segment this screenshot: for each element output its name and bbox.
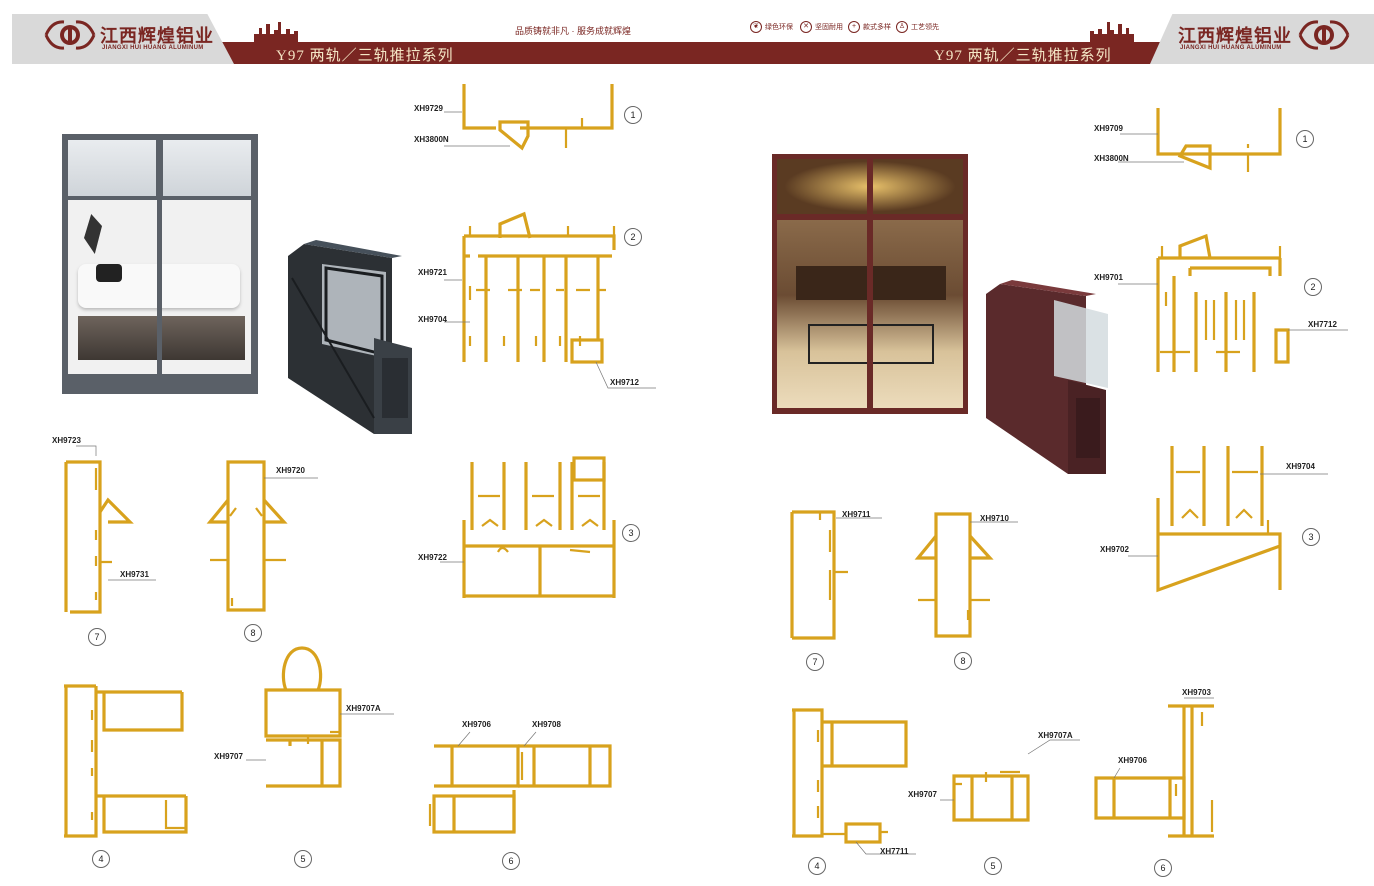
item-number-5: 5 (294, 850, 312, 868)
profile-right-7 (790, 510, 882, 640)
logo-emblem-icon (44, 20, 96, 50)
feature-craft: ♙工艺领先 (896, 21, 939, 33)
item-number-6: 6 (1154, 859, 1172, 877)
tool-icon: ♙ (896, 21, 908, 33)
label-xh9707: XH9707 (908, 790, 937, 799)
label-xh9704: XH9704 (418, 315, 447, 324)
item-number-5: 5 (984, 857, 1002, 875)
label-xh9707a: XH9707A (346, 704, 381, 713)
profile-left-3 (440, 456, 616, 598)
label-xh7711: XH7711 (880, 847, 909, 856)
label-xh9703: XH9703 (1182, 688, 1211, 697)
label-xh9729: XH9729 (414, 104, 443, 113)
profile-right-3 (1128, 446, 1328, 593)
shield-icon: ✕ (800, 21, 812, 33)
item-number-8: 8 (244, 624, 262, 642)
label-xh9701: XH9701 (1094, 273, 1123, 282)
product-photo-window-brown (772, 154, 968, 414)
brand-english-left: JIANGXI HUI HUANG ALUMINUM (102, 45, 204, 51)
label-xh9706: XH9706 (462, 720, 491, 729)
label-xh9723: XH9723 (52, 436, 81, 445)
item-number-4: 4 (92, 850, 110, 868)
label-xh9722: XH9722 (418, 553, 447, 562)
slogan: 品质铸就非凡 · 服务成就辉煌 (515, 26, 631, 36)
item-number-3: 3 (622, 524, 640, 542)
header-band (218, 42, 1173, 64)
brand-name-left: 江西辉煌铝业 (100, 26, 214, 47)
feature-styles: +款式多样 (848, 21, 891, 33)
item-number-2: 2 (1304, 278, 1322, 296)
item-number-4: 4 (808, 857, 826, 875)
label-xh9711: XH9711 (842, 510, 871, 519)
profile-left-8 (206, 460, 318, 612)
plus-icon: + (848, 21, 860, 33)
feature-label: 绿色环保 (765, 24, 793, 31)
item-number-7: 7 (806, 653, 824, 671)
profile-right-2 (1118, 233, 1348, 372)
item-number-6: 6 (502, 852, 520, 870)
label-xh9710: XH9710 (980, 514, 1009, 523)
feature-label: 工艺领先 (911, 24, 939, 31)
label-xh3800n: XH3800N (1094, 154, 1129, 163)
label-xh3800n: XH3800N (414, 135, 449, 144)
series-title-left: Y97 两轨／三轨推拉系列 (276, 48, 454, 64)
label-xh9709: XH9709 (1094, 124, 1123, 133)
label-xh9708: XH9708 (532, 720, 561, 729)
profile-left-1 (444, 84, 614, 151)
feature-durable: ✕坚固耐用 (800, 21, 843, 33)
logo-emblem-icon (1298, 20, 1350, 50)
label-xh9720: XH9720 (276, 466, 305, 475)
profile-left-2 (444, 211, 656, 389)
profile-right-8 (914, 512, 1018, 638)
item-number-3: 3 (1302, 528, 1320, 546)
item-number-1: 1 (624, 106, 642, 124)
feature-label: 款式多样 (863, 24, 891, 31)
label-xh9712: XH9712 (610, 378, 639, 387)
label-xh9707: XH9707 (214, 752, 243, 761)
item-number-1: 1 (1296, 130, 1314, 148)
item-number-2: 2 (624, 228, 642, 246)
feature-green: ❦绿色环保 (750, 21, 793, 33)
item-number-7: 7 (88, 628, 106, 646)
profile-left-7 (64, 445, 156, 614)
profile-right-6 (1094, 697, 1214, 838)
item-number-8: 8 (954, 652, 972, 670)
profile-left-6 (428, 731, 612, 834)
label-xh9731: XH9731 (120, 570, 149, 579)
skyline-icon (1090, 22, 1134, 42)
brand-name-right: 江西辉煌铝业 (1178, 26, 1292, 47)
label-xh7712: XH7712 (1308, 320, 1337, 329)
brand-english-right: JIANGXI HUI HUANG ALUMINUM (1180, 45, 1282, 51)
profile-left-5 (246, 646, 394, 788)
profile-right-4 (792, 708, 916, 855)
profile-left-4 (64, 684, 188, 838)
profile-render-dark (288, 240, 412, 434)
profile-right-5 (940, 739, 1080, 822)
label-xh9704: XH9704 (1286, 462, 1315, 471)
label-xh9706: XH9706 (1118, 756, 1147, 765)
label-xh9707a: XH9707A (1038, 731, 1073, 740)
product-photo-window-gray (62, 134, 258, 394)
profile-right-1 (1118, 108, 1282, 172)
skyline-icon (254, 22, 298, 42)
label-xh9721: XH9721 (418, 268, 447, 277)
leaf-icon: ❦ (750, 21, 762, 33)
profile-render-brown (986, 280, 1108, 474)
label-xh9702: XH9702 (1100, 545, 1129, 554)
feature-label: 坚固耐用 (815, 24, 843, 31)
series-title-right: Y97 两轨／三轨推拉系列 (934, 48, 1112, 64)
